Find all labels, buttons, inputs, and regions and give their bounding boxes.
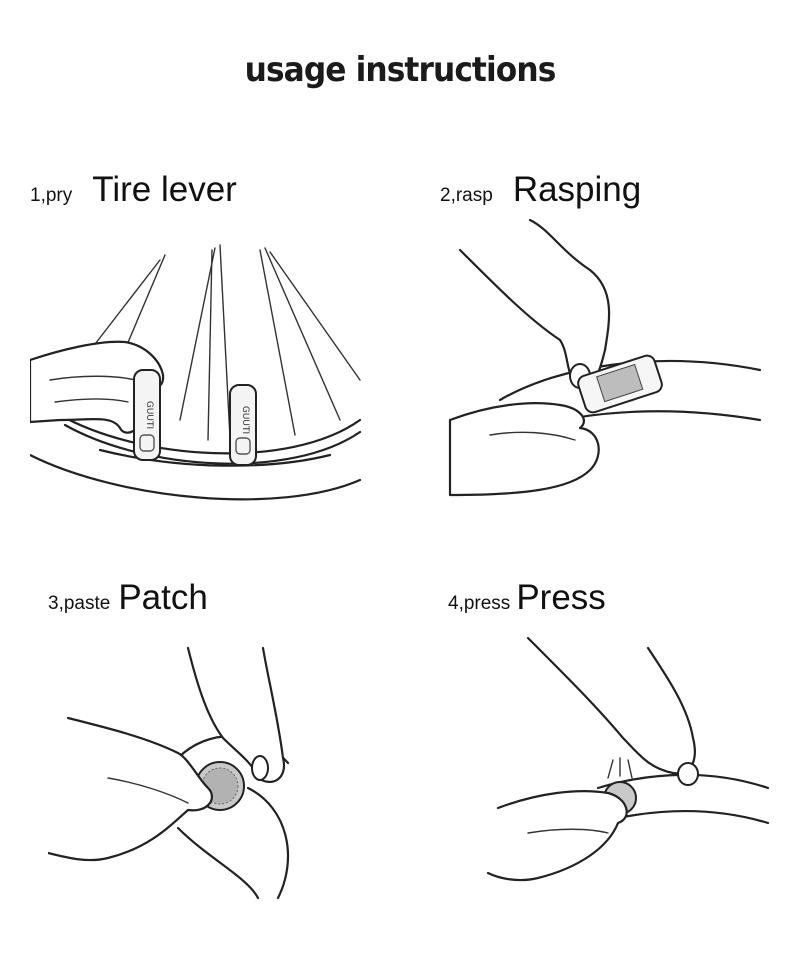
lower-hand xyxy=(48,716,213,862)
tool-brand-text-2: GUUTI xyxy=(240,406,250,434)
patch-illustration xyxy=(48,646,290,900)
wheel-rim-inner xyxy=(63,423,362,465)
tire-outer xyxy=(30,453,362,501)
step-caption: 1,pry Tire lever xyxy=(30,170,237,210)
step-number: 3,paste xyxy=(48,593,111,614)
step-caption: 3,paste Patch xyxy=(48,578,208,618)
page-title: usage instructions xyxy=(244,50,557,90)
step-1-pry: GUUTI GUUTI 1,pry Tire lever xyxy=(30,170,410,550)
lower-hand xyxy=(448,402,600,497)
pressure-lines xyxy=(607,757,633,779)
step-caption: 2,rasp Rasping xyxy=(440,170,641,210)
tire-lever-illustration: GUUTI GUUTI xyxy=(30,244,362,501)
step-2-rasp: 2,rasp Rasping xyxy=(440,170,800,550)
tool-brand-text: GUUTI xyxy=(144,401,154,429)
rasping-illustration xyxy=(448,218,762,497)
upper-hand xyxy=(526,636,696,775)
step-name: Press xyxy=(516,578,606,617)
press-illustration xyxy=(486,636,770,882)
step-4-press: 4,press Press xyxy=(448,578,800,958)
step-3-paste: 3,paste Patch xyxy=(48,578,428,958)
step-number: 2,rasp xyxy=(440,185,493,206)
inner-tube xyxy=(498,359,762,402)
step-name: Tire lever xyxy=(92,170,237,209)
wheel-rim xyxy=(58,413,362,455)
step-name: Patch xyxy=(118,578,208,617)
step-number: 1,pry xyxy=(30,185,73,206)
step-number: 4,press xyxy=(448,593,511,614)
step-caption: 4,press Press xyxy=(448,578,606,618)
upper-hand xyxy=(458,218,611,387)
tire-lever-tool: GUUTI xyxy=(133,369,161,461)
rasp-tool xyxy=(577,354,663,414)
tire-lever-tool-2: GUUTI xyxy=(229,384,257,466)
upper-hand xyxy=(186,646,286,783)
step-name: Rasping xyxy=(512,170,642,209)
lower-hand xyxy=(486,790,628,882)
